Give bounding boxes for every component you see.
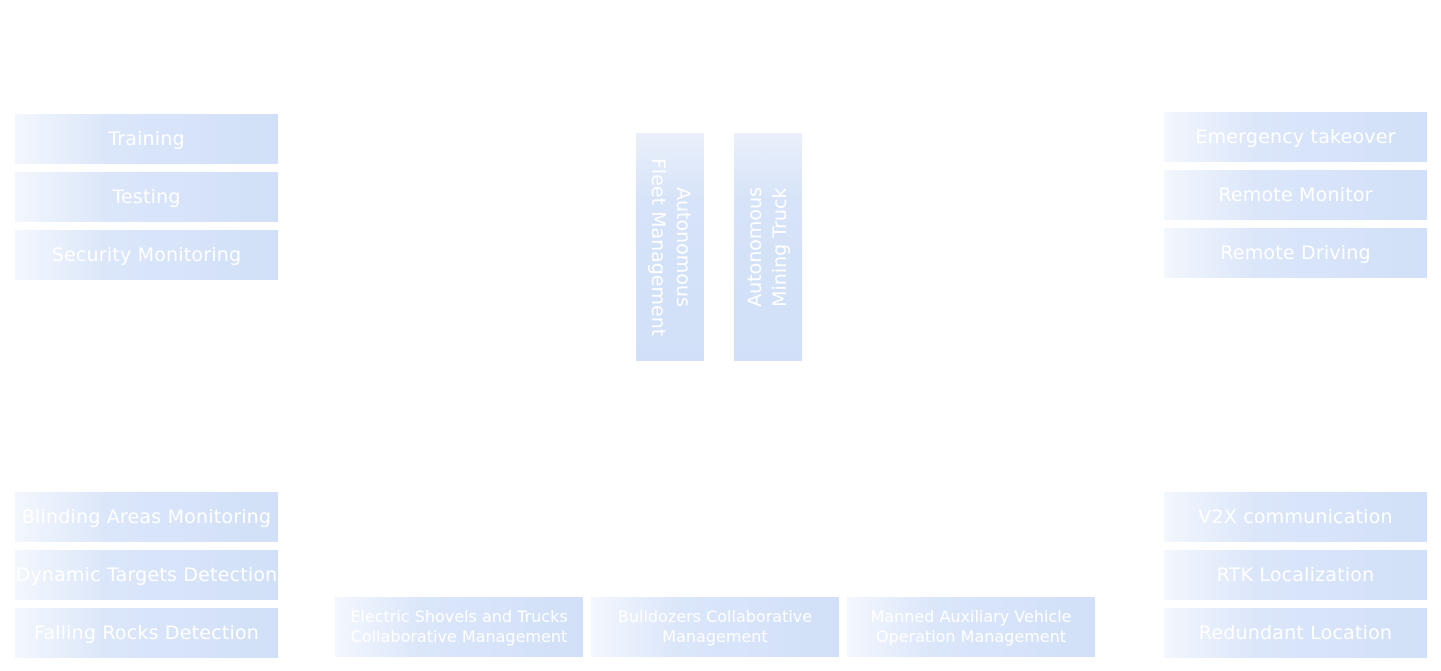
box-v2x-communication-label: V2X communication [1198, 506, 1393, 528]
box-redundant-location: Redundant Location [1164, 608, 1427, 658]
box-autonomous-fleet-management: Autonomous Fleet Management [636, 133, 704, 361]
box-v2x-communication: V2X communication [1164, 492, 1427, 542]
box-shovels-trucks-management: Electric Shovels and Trucks Collaborativ… [335, 597, 583, 657]
box-redundant-location-label: Redundant Location [1198, 622, 1393, 644]
box-testing: Testing [15, 172, 278, 222]
box-bulldozers-management: Bulldozers Collaborative Management [591, 597, 839, 657]
box-dynamic-targets-detection-label: Dynamic Targets Detection [15, 564, 278, 586]
box-training: Training [15, 114, 278, 164]
box-falling-rocks-detection-label: Falling Rocks Detection [33, 622, 260, 644]
box-manned-auxiliary-vehicle-management: Manned Auxiliary Vehicle Operation Manag… [847, 597, 1095, 657]
box-emergency-takeover: Emergency takeover [1164, 112, 1427, 162]
box-manned-auxiliary-vehicle-management-label: Manned Auxiliary Vehicle Operation Manag… [870, 607, 1072, 646]
box-blinding-areas-monitoring-label: Blinding Areas Monitoring [21, 506, 272, 528]
box-remote-driving: Remote Driving [1164, 228, 1427, 278]
box-testing-label: Testing [112, 186, 181, 208]
box-falling-rocks-detection: Falling Rocks Detection [15, 608, 278, 658]
box-security-monitoring: Security Monitoring [15, 230, 278, 280]
box-remote-monitor-label: Remote Monitor [1218, 184, 1373, 206]
box-blinding-areas-monitoring: Blinding Areas Monitoring [15, 492, 278, 542]
box-autonomous-mining-truck-label: Autonomous Mining Truck [744, 187, 791, 307]
box-training-label: Training [108, 128, 185, 150]
box-rtk-localization-label: RTK Localization [1216, 564, 1375, 586]
box-shovels-trucks-management-label: Electric Shovels and Trucks Collaborativ… [350, 607, 568, 646]
box-security-monitoring-label: Security Monitoring [51, 244, 242, 266]
box-autonomous-fleet-management-label: Autonomous Fleet Management [647, 157, 694, 337]
box-remote-driving-label: Remote Driving [1220, 242, 1371, 264]
box-autonomous-mining-truck: Autonomous Mining Truck [734, 133, 802, 361]
box-remote-monitor: Remote Monitor [1164, 170, 1427, 220]
box-bulldozers-management-label: Bulldozers Collaborative Management [617, 607, 813, 646]
box-emergency-takeover-label: Emergency takeover [1195, 126, 1396, 148]
box-dynamic-targets-detection: Dynamic Targets Detection [15, 550, 278, 600]
box-rtk-localization: RTK Localization [1164, 550, 1427, 600]
